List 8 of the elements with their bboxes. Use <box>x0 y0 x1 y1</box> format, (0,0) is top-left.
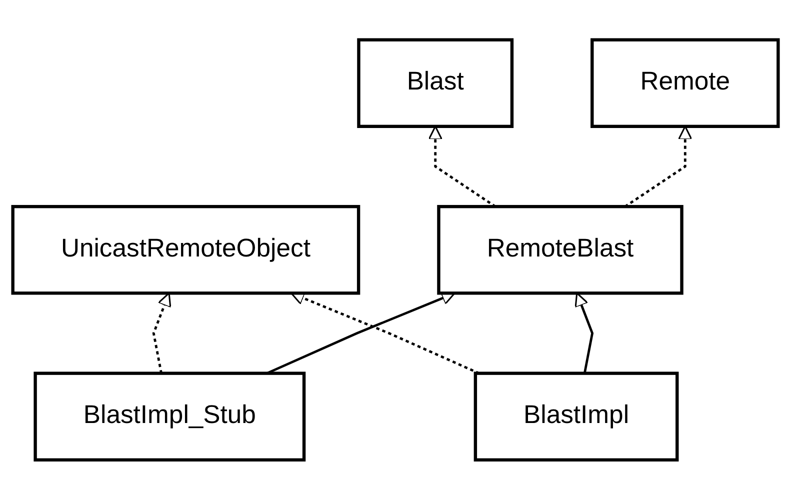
arrow <box>574 292 594 374</box>
node-box: BlastImpl <box>474 371 679 462</box>
node-box: RemoteBlast <box>437 204 684 294</box>
node-box: UnicastRemoteObject <box>11 204 360 294</box>
arrow <box>152 292 172 374</box>
node-box: Remote <box>590 38 780 128</box>
node-box: Blast <box>357 38 514 128</box>
node-box: BlastImpl_Stub <box>34 371 306 462</box>
